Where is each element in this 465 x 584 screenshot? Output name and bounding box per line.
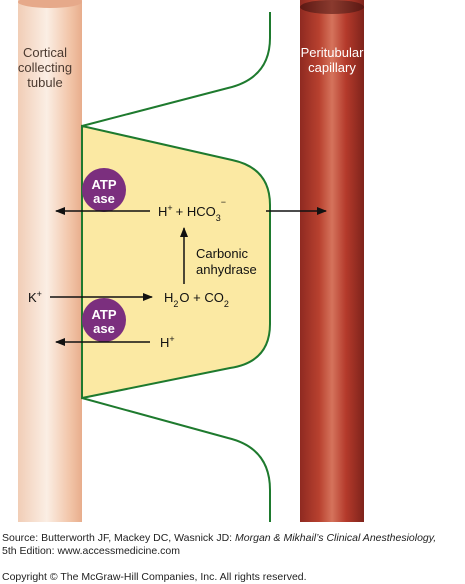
k-ion-label: K+ — [28, 289, 42, 305]
cell-boundary-top — [81, 12, 271, 127]
edition-credit: 5th Edition: www.accessmedicine.com — [2, 545, 180, 557]
tubule-label-line3: tubule — [27, 75, 62, 90]
tubule-label: Cortical collecting tubule — [18, 45, 72, 90]
capillary-label-line2: capillary — [308, 60, 356, 75]
atpase-top-line2: ase — [93, 191, 115, 206]
atpase-bottom-line2: ase — [93, 321, 115, 336]
enzyme-label-line2: anhydrase — [196, 262, 257, 277]
atpase-top-line1: ATP — [91, 177, 116, 192]
atpase-pump-bottom: ATP ase — [82, 298, 126, 342]
source-credit-title: Morgan & Mikhail’s Clinical Anesthesiolo… — [235, 532, 437, 544]
copyright-notice: Copyright © The McGraw-Hill Companies, I… — [2, 571, 307, 583]
source-credit-prefix: Source: Butterworth JF, Mackey DC, Wasni… — [2, 532, 236, 544]
atpase-pump-top: ATP ase — [82, 168, 126, 212]
h-plus-bottom-label: H+ — [160, 334, 175, 350]
cell-boundary-bottom — [81, 397, 271, 522]
tubule-label-line1: Cortical — [23, 45, 67, 60]
tubule-label-line2: collecting — [18, 60, 72, 75]
cortical-collecting-tubule — [18, 0, 82, 522]
epithelial-cell — [81, 12, 271, 522]
peritubular-capillary — [300, 0, 364, 522]
h2o-co2-label: H2O + CO2 — [164, 290, 229, 309]
capillary-label: Peritubular capillary — [301, 45, 365, 75]
atpase-bottom-line1: ATP — [91, 307, 116, 322]
h-hco3-label: H++ HCO3− — [158, 197, 226, 223]
enzyme-label-line1: Carbonic — [196, 246, 249, 261]
source-credit: Source: Butterworth JF, Mackey DC, Wasni… — [2, 532, 436, 545]
capillary-label-line1: Peritubular — [301, 45, 365, 60]
